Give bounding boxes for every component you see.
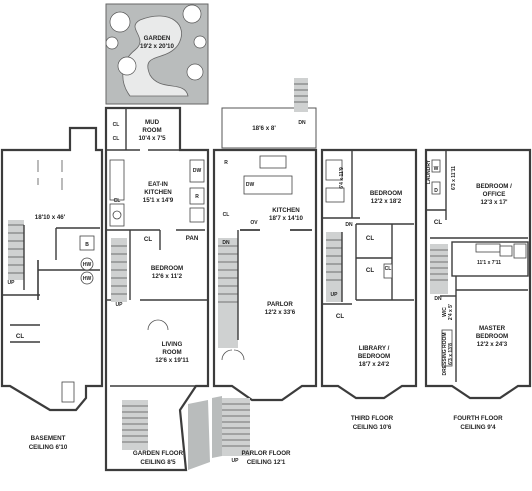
office-name: BEDROOM /: [476, 183, 512, 190]
third-floor-ceiling: CEILING 10'6: [353, 424, 392, 431]
garden-closet-label: CL: [114, 198, 121, 204]
basement-title: BASEMENT: [31, 435, 66, 442]
parlor-floor-title: PARLOR FLOOR: [241, 450, 291, 457]
parlor-dw-label: DW: [246, 182, 255, 188]
parlor-floor-ceiling: CEILING 12'1: [247, 459, 286, 466]
fourth-closet-label: CL: [434, 219, 442, 226]
garden-floor-ceiling: CEILING 8'5: [140, 459, 176, 466]
third-closet-label-4: CL: [336, 313, 344, 320]
master-bedroom-size: 12'2 x 24'3: [477, 341, 508, 348]
oven-label: OV: [250, 220, 258, 226]
dryer-label: D: [434, 188, 438, 194]
garden-dw-label: DW: [193, 168, 202, 174]
boiler-label: B: [85, 242, 89, 248]
mud-closet-label-2: CL: [113, 136, 120, 142]
living-room-size: 12'6 x 19'11: [155, 357, 189, 364]
mud-room-name: MUD: [145, 119, 160, 126]
garden-yard-size: 19'2 x 20'10: [140, 43, 174, 50]
third-floor-title: THIRD FLOOR: [351, 415, 394, 422]
garden-stair-up: UP: [116, 302, 124, 308]
fourth-floor-plan: [424, 148, 532, 400]
washer-label: W: [434, 166, 439, 172]
parlor-floor-plan: [212, 78, 318, 458]
eat-in-kitchen-size: 15'1 x 14'9: [143, 197, 174, 204]
mud-room-name-2: ROOM: [142, 127, 161, 134]
basement-main-size: 18'10 x 46': [35, 214, 66, 221]
garden-yard-name: GARDEN: [144, 35, 171, 42]
office-size: 12'3 x 17': [480, 199, 508, 206]
water-heater-label-2: HW: [83, 276, 92, 282]
deck-size: 18'6 x 8': [252, 125, 276, 132]
parlor-closet-label: CL: [223, 212, 230, 218]
basement-stair-up: UP: [8, 280, 16, 286]
third-closet-label-3: CL: [385, 266, 392, 272]
dressing-room-name: DRESSING ROOM: [442, 332, 448, 375]
garden-bedroom-name: BEDROOM: [151, 265, 183, 272]
laundry-size: 6'3 x 11'11: [451, 166, 457, 190]
third-bedroom-name: BEDROOM: [370, 190, 402, 197]
third-stair-up: UP: [331, 292, 339, 298]
parlor-stoop-up: UP: [232, 458, 240, 464]
master-bedroom-name-2: BEDROOM: [476, 333, 508, 340]
laundry-name: LAUNDRY: [426, 159, 432, 184]
wic-label: W/C: [442, 307, 448, 317]
library-name: LIBRARY /: [359, 345, 390, 352]
third-closet-label-2: CL: [366, 267, 374, 274]
dressing-room-size: 6'3 x 13'8: [448, 343, 454, 365]
parlor-fridge-label: R: [224, 160, 228, 166]
parlor-name: PARLOR: [267, 301, 293, 308]
third-floor-plan: [320, 148, 418, 400]
garden-floor-plan: [104, 106, 210, 472]
fourth-stair-dn: DN: [434, 296, 442, 302]
deck-stair-dn: DN: [298, 120, 306, 126]
library-size: 18'7 x 24'2: [359, 361, 390, 368]
garden-bedroom-size: 12'6 x 11'2: [152, 273, 183, 280]
wic-size: 2'4 x 5': [448, 304, 454, 320]
eat-in-kitchen-name-2: KITCHEN: [144, 189, 172, 196]
living-room-name-2: ROOM: [162, 349, 181, 356]
water-heater-label-1: HW: [83, 262, 92, 268]
kitchen-name: KITCHEN: [272, 207, 300, 214]
garden-fridge-label: R: [195, 194, 199, 200]
mud-room-size: 10'4 x 7'5: [138, 135, 166, 142]
garden-yard: [105, 3, 209, 105]
fourth-floor-title: FOURTH FLOOR: [453, 415, 503, 422]
eat-in-kitchen-name: EAT-IN: [148, 181, 168, 188]
basement-closet-label: CL: [16, 333, 24, 340]
library-name-2: BEDROOM: [358, 353, 390, 360]
third-closet-label-1: CL: [366, 235, 374, 242]
pantry-label: PAN: [186, 235, 199, 242]
third-stair-dn: DN: [345, 222, 353, 228]
master-bedroom-name: MASTER: [479, 325, 506, 332]
basement-ceiling: CEILING 6'10: [29, 444, 68, 451]
parlor-size: 12'2 x 33'6: [265, 309, 296, 316]
living-room-name: LIVING: [162, 341, 183, 348]
third-bedroom-size: 12'2 x 18'2: [371, 198, 402, 205]
office-name-2: OFFICE: [483, 191, 506, 198]
fourth-bath-size: 11'1 x 7'11: [477, 260, 501, 266]
garden-floor-title: GARDEN FLOOR: [133, 450, 184, 457]
third-bath-size: 6'4 x 11'9: [339, 167, 345, 189]
parlor-stair-dn: DN: [222, 240, 230, 246]
garden-closet-label-2: CL: [144, 236, 152, 243]
kitchen-size: 18'7 x 14'10: [269, 215, 303, 222]
basement-plan: [0, 126, 104, 412]
fourth-floor-ceiling: CEILING 9'4: [460, 424, 496, 431]
mud-closet-label: CL: [113, 122, 120, 128]
